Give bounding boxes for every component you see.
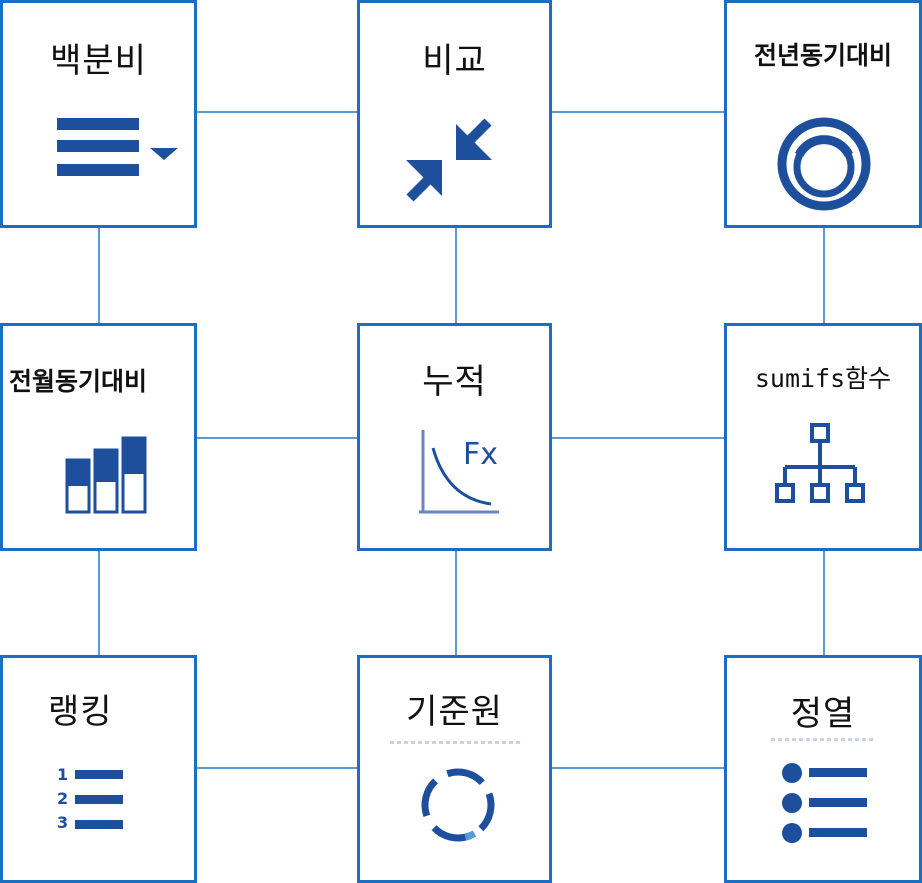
bullet-list-icon [782, 763, 867, 843]
connector-col1-top [98, 228, 100, 323]
connector-row2-right [552, 437, 724, 439]
compress-arrows-icon [406, 118, 492, 202]
connector-col3-bottom [823, 551, 825, 655]
svg-text:Fx: Fx [463, 437, 498, 472]
faded-text-strip [771, 738, 875, 741]
card-cumulative[interactable]: 누적 Fx [357, 323, 552, 551]
card-label: 백분비 [50, 41, 147, 81]
svg-text:3: 3 [57, 813, 68, 832]
refresh-circle-icon [421, 768, 495, 842]
connector-row3-left [197, 767, 357, 769]
fx-curve-icon: Fx [419, 430, 499, 514]
connector-col1-bottom [98, 551, 100, 655]
card-label: 비교 [422, 41, 487, 81]
connector-row1-right [552, 111, 724, 113]
hamburger-dropdown-icon [57, 118, 178, 176]
card-reference[interactable]: 기준원 [357, 655, 552, 883]
concentric-ring-icon [777, 117, 871, 211]
card-label: 기준원 [406, 692, 503, 732]
faded-text-strip [390, 741, 520, 744]
connector-row2-left [197, 437, 357, 439]
svg-text:2: 2 [57, 789, 68, 808]
connector-col2-bottom [455, 551, 457, 655]
card-comparison[interactable]: 비교 [357, 0, 552, 228]
card-label: sumifs함수 [754, 364, 892, 393]
svg-text:1: 1 [57, 765, 68, 784]
card-month-over-month[interactable]: 전월동기대비 [0, 323, 197, 551]
card-sumifs-function[interactable]: sumifs함수 [724, 323, 922, 551]
card-label: 누적 [422, 362, 487, 402]
connector-row1-left [197, 111, 357, 113]
card-ranking[interactable]: 랭킹 1 2 3 [0, 655, 197, 883]
stacked-bars-icon [65, 436, 147, 514]
card-label: 전년동기대비 [753, 41, 892, 70]
connector-col3-top [823, 228, 825, 323]
connector-row3-right [552, 767, 724, 769]
card-year-over-year[interactable]: 전년동기대비 [724, 0, 922, 228]
hierarchy-tree-icon [775, 423, 865, 503]
card-label: 전월동기대비 [9, 367, 148, 396]
numbered-list-icon: 1 2 3 [57, 765, 123, 832]
card-label: 랭킹 [48, 692, 113, 732]
card-percentage[interactable]: 백분비 [0, 0, 197, 228]
card-label: 정열 [790, 694, 856, 734]
card-sort[interactable]: 정열 [724, 655, 922, 883]
connector-col2-top [455, 228, 457, 323]
